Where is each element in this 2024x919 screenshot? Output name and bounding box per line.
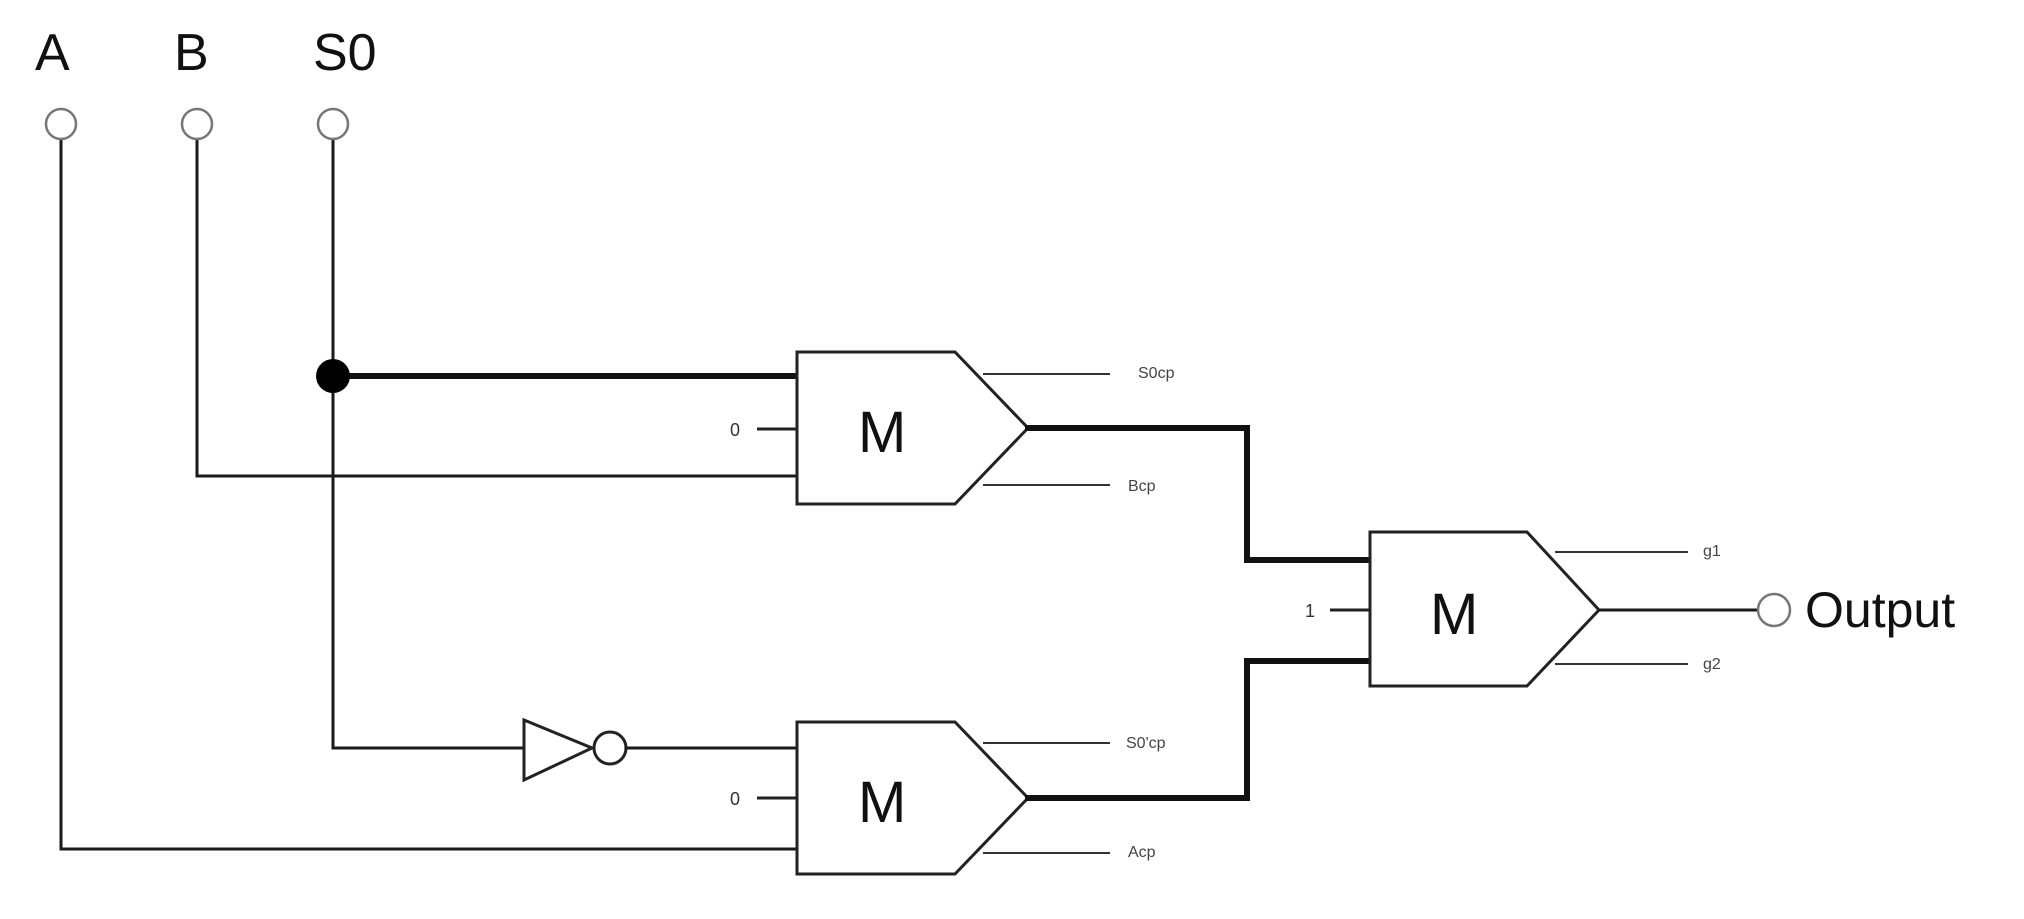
wire-b: [195, 135, 799, 478]
top-m-gate: [795, 350, 1031, 506]
input-label-s0: S0: [313, 24, 377, 82]
bottom-m-gate-label: M: [858, 770, 906, 835]
top-gate-upper-pin-label: S0cp: [1138, 365, 1175, 382]
top-gate-lower-pin-label: Bcp: [1128, 478, 1156, 495]
input-terminal-s0[interactable]: [316, 107, 350, 141]
bottom-gate-upper-pin-label: S0'cp: [1126, 735, 1166, 752]
final-gate-lower-pin-label: g2: [1703, 656, 1721, 673]
output-label: Output: [1805, 582, 1955, 638]
inverter-gate: [522, 717, 596, 783]
bottom-gate-lower-pin-label: Acp: [1128, 844, 1156, 861]
input-terminal-b[interactable]: [180, 107, 214, 141]
wire-bottom-to-final: [1025, 658, 1373, 801]
input-label-a: A: [35, 24, 70, 82]
top-gate-const-label: 0: [730, 420, 740, 440]
bottom-gate-const-label: 0: [730, 789, 740, 809]
final-m-gate-label: M: [1430, 582, 1478, 647]
wire-a: [59, 135, 799, 851]
final-gate-upper-pin-label: g1: [1703, 543, 1721, 560]
input-label-b: B: [174, 24, 209, 82]
wire-top-to-final: [1025, 425, 1373, 563]
junction-dot: [316, 359, 350, 393]
input-terminal-a[interactable]: [44, 107, 78, 141]
output-terminal[interactable]: [1756, 592, 1792, 628]
final-m-gate: [1368, 530, 1602, 688]
inverter-bubble: [592, 730, 628, 766]
wire-s0-trunk: [331, 135, 526, 750]
bottom-m-gate: [795, 720, 1031, 876]
top-m-gate-label: M: [858, 400, 906, 465]
final-gate-const-label: 1: [1305, 601, 1315, 621]
